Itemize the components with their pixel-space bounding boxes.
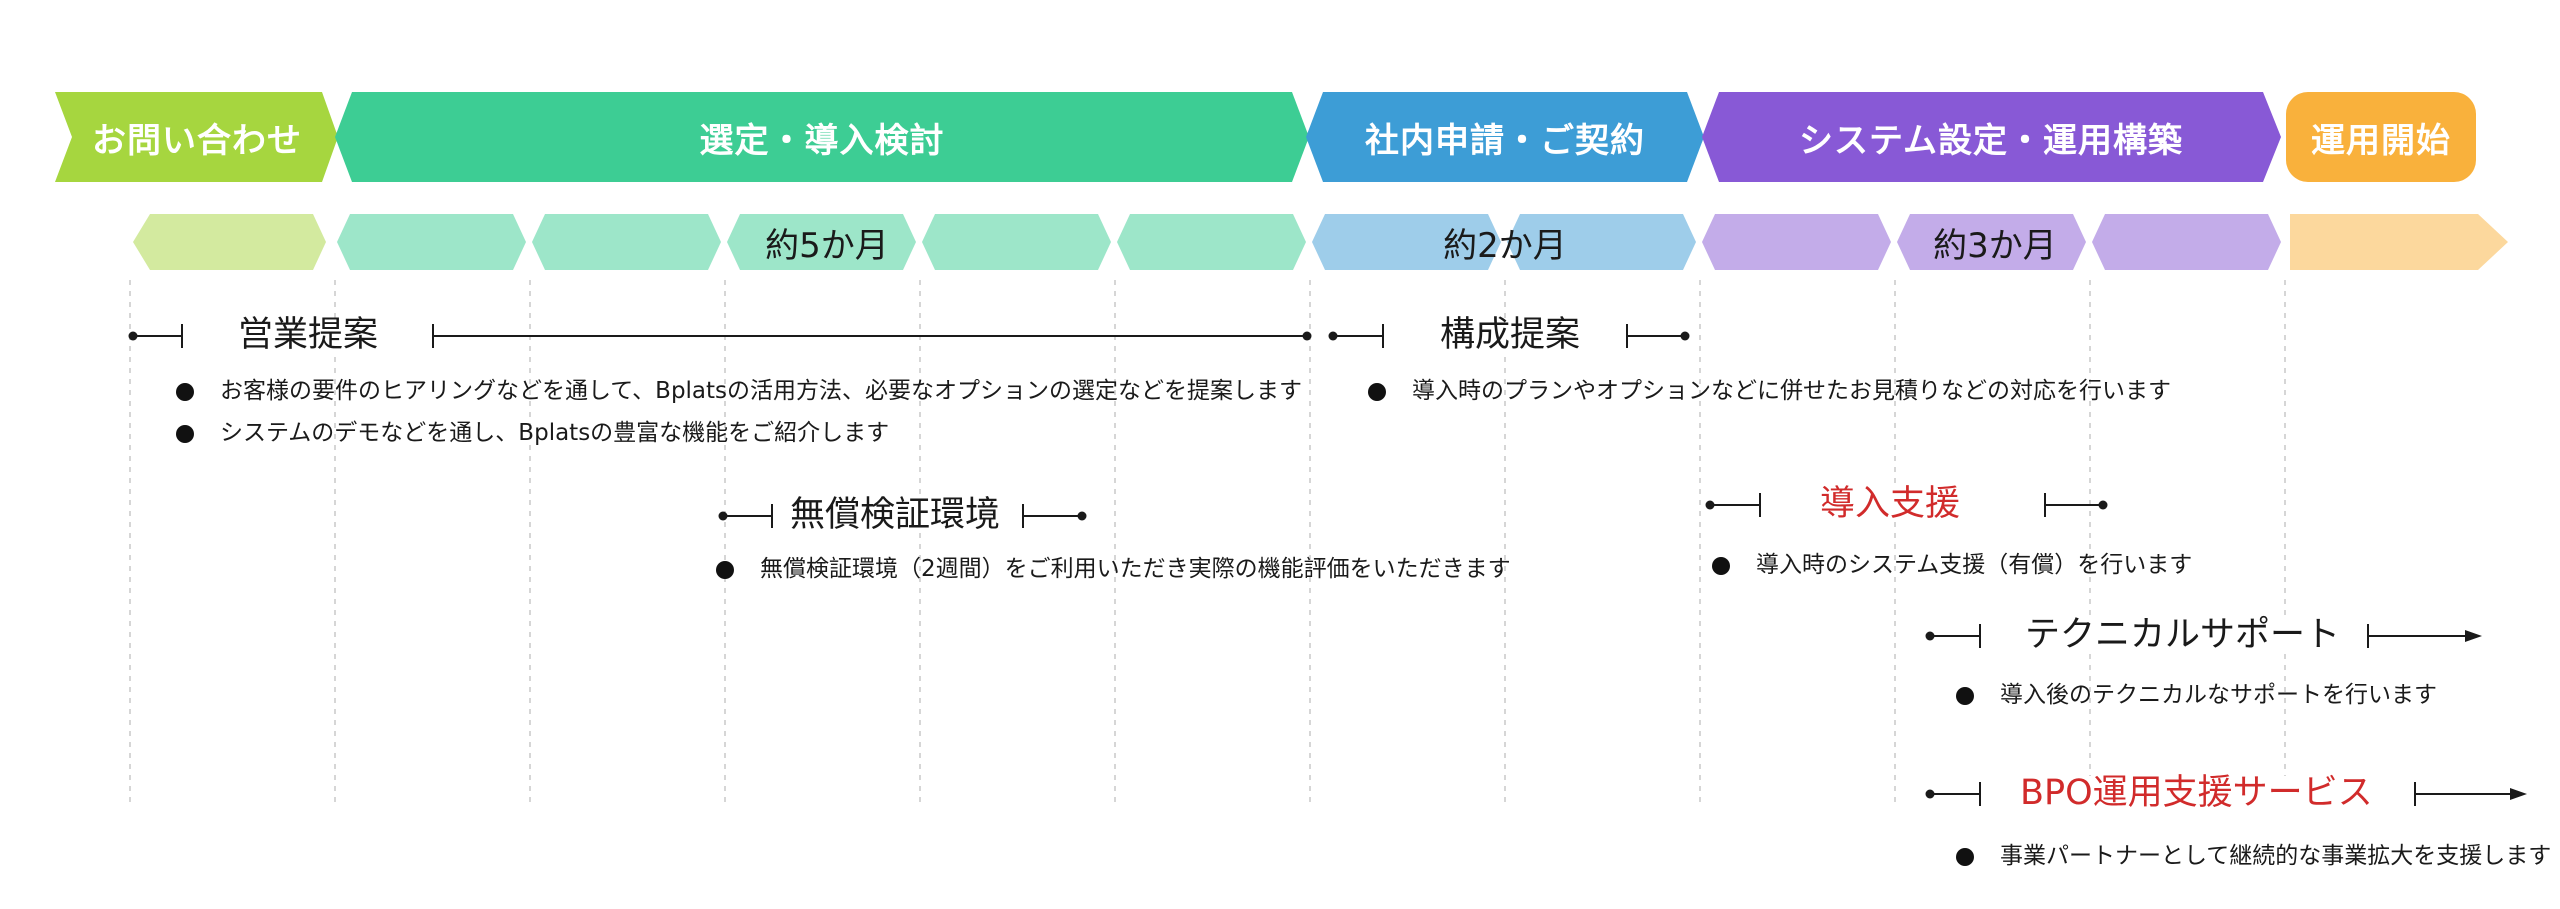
phase-label-inquiry: お問い合わせ <box>92 120 302 161</box>
dashed-guides <box>129 280 2286 808</box>
item-title-implementation-support: 導入支援 <box>1810 487 1971 522</box>
bullet-dot-icon <box>716 560 734 579</box>
bullet-text: システムのデモなどを通し、Bplatsの豊富な機能をご紹介します <box>220 420 890 446</box>
bullet-text: 導入時のプランやオプションなどに併せたお見積りなどの対応を行います <box>1412 378 2171 404</box>
duration-chevron <box>1507 214 1696 270</box>
item-title-technical-support: テクニカルサポート <box>2015 618 2351 653</box>
duration-chevron <box>727 214 916 270</box>
item-title-sales-proposal: 営業提案 <box>228 318 389 353</box>
bullet-dot-icon <box>1956 686 1974 705</box>
bullet-item: 導入後のテクニカルなサポートを行います <box>1956 684 2437 707</box>
bullet-dot-icon <box>176 424 194 443</box>
item-title-bpo: BPO運用支援サービス <box>2010 776 2383 811</box>
bullet-item: システムのデモなどを通し、Bplatsの豊富な機能をご紹介します <box>176 422 889 445</box>
bullet-text: 無償検証環境（2週間）をご利用いただき実際の機能評価をいただきます <box>760 556 1511 582</box>
duration-chevron <box>2290 214 2508 270</box>
phase-box-start <box>2286 92 2476 182</box>
range-line-sales-proposal <box>128 324 1312 348</box>
duration-chevron <box>1897 214 2086 270</box>
bullet-dot-icon <box>1712 556 1730 575</box>
bullet-dot-icon <box>176 382 194 401</box>
duration-row <box>133 214 2508 270</box>
item-title-configuration-proposal: 構成提案 <box>1430 318 1591 353</box>
phase-label-contract: 社内申請・ご契約 <box>1365 120 1645 161</box>
bullet-text: 導入時のシステム支援（有償）を行います <box>1756 552 2193 578</box>
range-line-configuration-proposal <box>1328 324 1690 348</box>
bullet-dot-icon <box>1956 847 1974 866</box>
duration-label-3-months: 約3か月 <box>1933 225 2057 266</box>
bullet-text: お客様の要件のヒアリングなどを通して、Bplatsの活用方法、必要なオプションの… <box>220 378 1303 404</box>
duration-chevron <box>532 214 721 270</box>
bullet-item: 導入時のシステム支援（有償）を行います <box>1712 554 2192 577</box>
duration-label-5-months: 約5か月 <box>765 225 889 266</box>
duration-chevron <box>922 214 1111 270</box>
phase-label-start: 運用開始 <box>2311 120 2451 161</box>
phase-arrow-contract <box>1306 92 1704 182</box>
phase-arrow-inquiry <box>55 92 338 182</box>
phase-arrow-selection <box>335 92 1309 182</box>
range-line-bpo <box>1925 782 2527 806</box>
bullet-item: 導入時のプランやオプションなどに併せたお見積りなどの対応を行います <box>1368 380 2171 403</box>
duration-label-2-months: 約2か月 <box>1443 225 1567 266</box>
bullet-item: 事業パートナーとして継続的な事業拡大を支援します <box>1956 845 2551 868</box>
duration-chevron <box>2092 214 2281 270</box>
phase-label-selection: 選定・導入検討 <box>699 120 945 161</box>
range-lines <box>128 324 2527 806</box>
bullet-dot-icon <box>1368 382 1386 401</box>
range-line-implementation-support <box>1705 493 2108 517</box>
phase-arrow-setup <box>1702 92 2281 182</box>
bullet-item: お客様の要件のヒアリングなどを通して、Bplatsの活用方法、必要なオプションの… <box>176 380 1302 403</box>
duration-chevron <box>1312 214 1501 270</box>
phase-label-setup: システム設定・運用構築 <box>1799 120 2183 161</box>
bullet-text: 事業パートナーとして継続的な事業拡大を支援します <box>2000 843 2552 869</box>
item-title-free-trial: 無償検証環境 <box>780 498 1011 533</box>
duration-chevron <box>337 214 526 270</box>
range-line-free-trial <box>718 504 1087 528</box>
bullet-text: 導入後のテクニカルなサポートを行います <box>2000 682 2437 708</box>
bullet-item: 無償検証環境（2週間）をご利用いただき実際の機能評価をいただきます <box>716 558 1511 581</box>
duration-chevron <box>1702 214 1891 270</box>
range-line-technical-support <box>1925 624 2482 648</box>
duration-chevron <box>1117 214 1306 270</box>
duration-chevron <box>133 214 326 270</box>
